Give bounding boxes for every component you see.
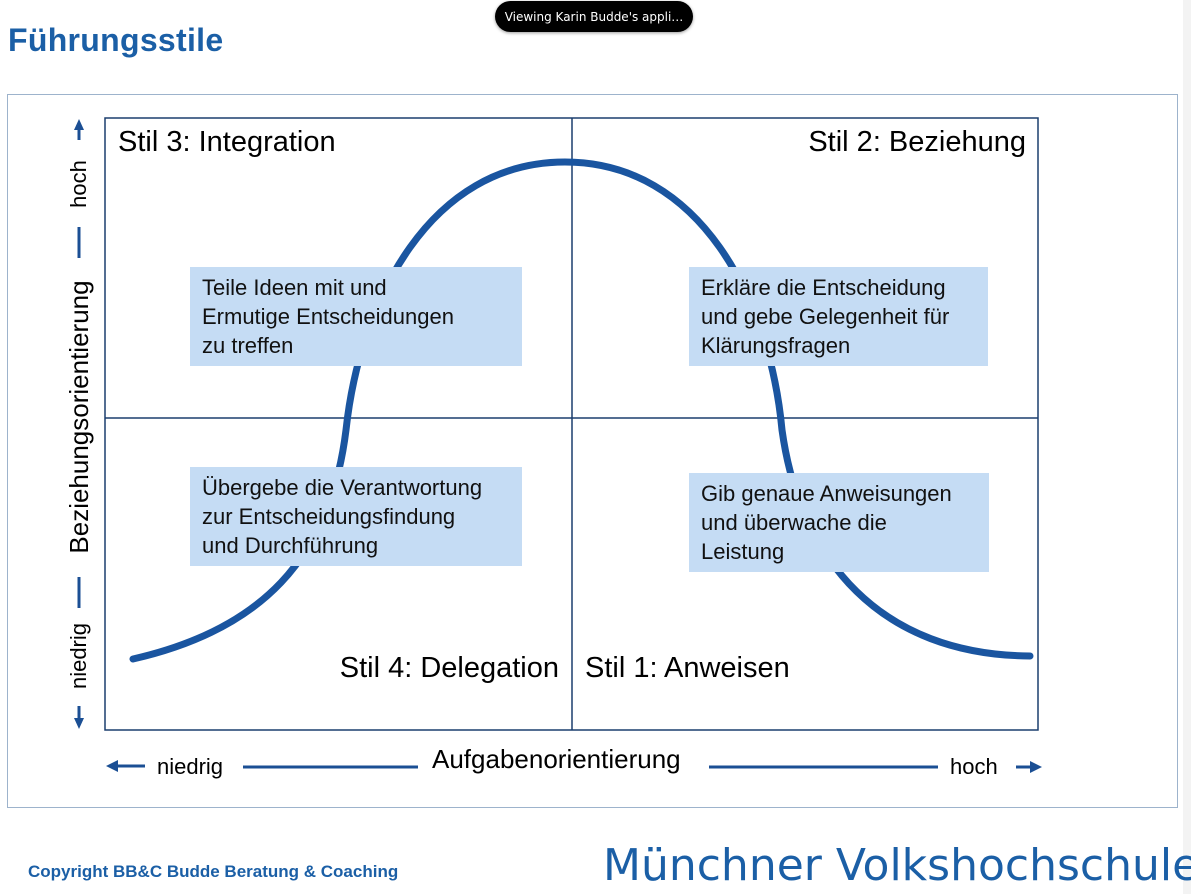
description-box-stil-1: Gib genaue Anweisungen und überwache die…: [689, 473, 989, 572]
box-line: und überwache die: [701, 510, 887, 535]
page-title: Führungsstile: [8, 22, 224, 58]
y-axis-title: Beziehungsorientierung: [64, 280, 94, 554]
box-line: und gebe Gelegenheit für: [701, 304, 950, 329]
box-line: Leistung: [701, 539, 785, 564]
x-axis-arrow-left-icon: [106, 760, 118, 772]
window-edge: [1183, 0, 1191, 894]
box-line: Gib genaue Anweisungen: [701, 481, 952, 506]
y-axis-low-label: niedrig: [66, 622, 91, 690]
y-axis-arrow-down-icon: [74, 718, 84, 729]
box-line: Erkläre die Entscheidung: [701, 275, 946, 300]
quadrant-title-stil-2: Stil 2: Beziehung: [808, 126, 1026, 158]
organization-logo-text: Münchner Volkshochschule: [603, 840, 1191, 891]
x-axis-title: Aufgabenorientierung: [432, 744, 681, 774]
box-line: zu treffen: [202, 333, 294, 358]
box-line: zur Entscheidungsfindung: [202, 504, 456, 529]
description-box-stil-3: Teile Ideen mit und Ermutige Entscheidun…: [190, 267, 522, 366]
bell-curve: [129, 158, 1034, 663]
box-line: Übergebe die Verantwortung: [202, 475, 483, 500]
box-line: Ermutige Entscheidungen: [202, 304, 454, 329]
description-box-stil-4: Übergebe die Verantwortung zur Entscheid…: [190, 467, 522, 566]
screen-share-banner[interactable]: Viewing Karin Budde's appli…: [495, 1, 693, 32]
box-line: Klärungsfragen: [701, 333, 851, 358]
quadrant-title-stil-3: Stil 3: Integration: [118, 126, 336, 158]
x-axis-high-label: hoch: [950, 754, 998, 779]
y-axis-high-label: hoch: [66, 160, 91, 208]
x-axis-low-label: niedrig: [157, 754, 224, 779]
description-box-stil-2: Erkläre die Entscheidung und gebe Gelege…: [689, 267, 988, 366]
y-axis-arrow-up-icon: [74, 119, 84, 130]
box-line: Teile Ideen mit und: [202, 275, 387, 300]
quadrant-title-stil-4: Stil 4: Delegation: [339, 652, 559, 684]
quadrant-title-stil-1: Stil 1: Anweisen: [585, 652, 790, 684]
copyright-text: Copyright BB&C Budde Beratung & Coaching: [28, 862, 399, 881]
x-axis-arrow-right-icon: [1030, 761, 1042, 773]
diagram-frame: [7, 94, 1178, 808]
box-line: und Durchführung: [202, 533, 379, 558]
